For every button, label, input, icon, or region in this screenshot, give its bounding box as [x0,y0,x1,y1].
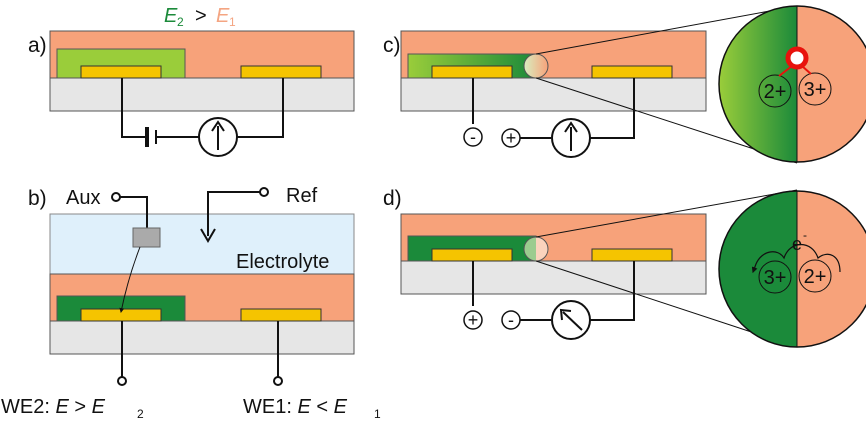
panel-d-zoom-spot-orange [536,237,548,261]
panel-d-ion-left [758,260,792,294]
panel-a-wire-right [237,78,284,138]
panel-a-electrode-left [80,65,162,79]
we2-prefix: WE2: E > E [1,396,106,418]
panel-b-electrode-right [240,308,322,322]
we2-terminal [117,376,127,386]
panel-d-ammeter-arrowhead [559,308,572,321]
title-e2-sub: 2 [177,15,184,29]
panel-d-electron-sup: - [803,228,807,242]
panel-d-label: d) [383,187,402,210]
we1-var: E [297,396,311,418]
ref-label: Ref [286,185,318,207]
we2-label: WE2: E > E 2 [1,396,144,421]
panel-c-ion-right [798,72,832,106]
panel-b: b) Aux Ref Electrolyte WE2: E > E 2 WE1: [1,185,381,421]
panel-c-electrode-left [431,65,513,79]
panel-c-ion-left-label: 2+ [764,81,787,103]
panel-c-ion-right-label: 3+ [804,79,827,101]
panel-d-ammeter-needle [562,311,583,331]
we1-label: WE1: E < E 1 [243,396,381,421]
panel-b-substrate [49,320,355,355]
panel-d-electron-path [751,243,841,274]
panel-a-wire-left [121,78,147,138]
panel-b-label: b) [28,187,47,210]
panel-d-plus-terminal [463,310,483,330]
panel-d-electrode-left [431,248,513,262]
panel-c-minus-sign: - [470,127,476,147]
panel-a-ammeter-arrowhead [211,120,225,132]
title-e2-gt-e1: E 2 > E 1 [164,5,236,29]
we2-prefix-text: WE2: [1,396,55,418]
panel-c: c) 2+ 3+ - + [383,5,866,164]
panel-c-minus-terminal [463,127,483,147]
panel-c-ammeter-arrowhead [564,121,578,133]
panel-c-hole-marker [785,46,809,70]
panel-d-plus-sign: + [468,310,479,330]
ref-wire [207,191,260,236]
we2-e: E [92,396,106,418]
panel-a: a) [28,30,355,157]
we2-op: > [69,396,92,418]
panel-d-ion-right [798,259,832,293]
panel-a-substrate [49,77,355,112]
title-e1: E [216,5,230,27]
panel-c-zoom-spot [523,53,549,79]
panel-d-ion-right-label: 2+ [804,266,827,288]
we1-prefix-text: WE1: [243,396,297,418]
panel-d-ion-left-label: 3+ [764,267,787,289]
panel-c-label: c) [383,34,401,57]
panel-d-zoom-spot-fill [524,237,548,261]
panel-d-wire-right [590,261,635,321]
aux-wire [120,196,148,228]
title-gt: > [195,5,207,27]
panel-c-zoom-line-top [535,5,798,55]
panel-a-label: a) [28,34,47,57]
aux-electrode [132,227,161,248]
panel-c-ion-left [758,74,792,108]
panel-d-electron: e [792,234,802,254]
aux-current-arrow [119,246,141,313]
panel-c-substrate [400,77,707,112]
panel-d: d) 3+ 2+ e - + [383,187,866,348]
ref-arrowhead [200,228,216,243]
panel-c-red-link-left [778,65,793,77]
panel-d-substrate [400,260,707,295]
panel-c-plus-sign: + [506,128,517,148]
title-e1-sub: 1 [229,15,236,29]
we1-sub: 1 [374,407,381,421]
panel-c-wire-right [590,78,635,139]
we1-prefix: WE1: E < E [243,396,348,418]
we2-sub: 2 [137,407,144,421]
panel-c-electrode-right [591,65,673,79]
we1-terminal [273,376,283,386]
ref-terminal [259,187,269,197]
panel-d-zoom-spot-green [524,237,536,261]
we2-var: E [55,396,69,418]
panel-d-electrode-right [591,248,673,262]
electrolyte-label: Electrolyte [236,251,329,273]
panel-d-minus-sign: - [508,310,514,330]
title-e2: E [164,5,178,27]
panel-a-electrode-right [240,65,322,79]
aux-terminal [111,192,121,202]
we1-e: E [334,396,348,418]
we1-op: < [311,396,334,418]
panel-d-zoom-line-top [535,189,798,238]
aux-label: Aux [66,187,100,209]
